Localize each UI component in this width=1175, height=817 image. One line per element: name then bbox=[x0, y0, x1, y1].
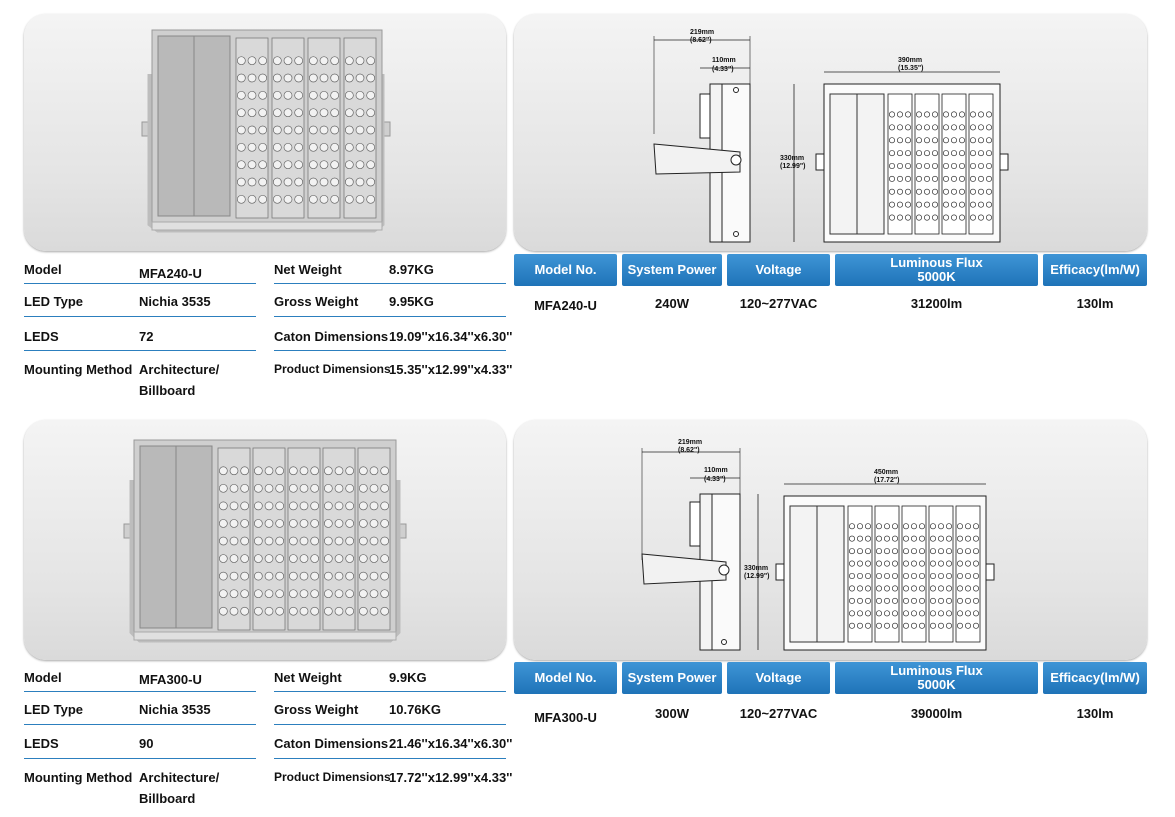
dim-width-in: (15.35") bbox=[898, 65, 924, 72]
table-cell-efficacy: 130lm bbox=[1076, 706, 1114, 721]
spec-label: LEDS bbox=[24, 736, 59, 751]
spec-label: Mounting Method bbox=[24, 770, 133, 785]
dim-width: 450mm bbox=[874, 469, 898, 476]
table-header-power: System Power bbox=[622, 254, 722, 286]
spec-value-line2: Billboard bbox=[139, 383, 196, 398]
spec-value: 72 bbox=[139, 329, 154, 344]
technical-drawing: 219mm (8.62") 110mm (4.33") 330mm (12.99… bbox=[641, 439, 995, 651]
divider bbox=[274, 724, 506, 725]
spec-label: Gross Weight bbox=[274, 702, 359, 717]
table-cell-power: 240W bbox=[655, 296, 689, 311]
table-header-model: Model No. bbox=[514, 254, 617, 286]
spec-value: MFA240-U bbox=[139, 266, 202, 281]
table-header-efficacy: Efficacy(lm/W) bbox=[1043, 254, 1147, 286]
spec-label: Caton Dimensions bbox=[274, 329, 389, 344]
spec-label: Model bbox=[24, 262, 62, 277]
floodlight-photo bbox=[123, 439, 407, 643]
table-cell-flux: 31200lm bbox=[910, 296, 963, 311]
product-photo-panel bbox=[24, 420, 506, 660]
table-header-flux: Luminous Flux 5000K bbox=[835, 254, 1038, 286]
dim-height: 330mm bbox=[744, 565, 768, 572]
table-cell-voltage: 120~277VAC bbox=[739, 706, 818, 721]
table-cell-model: MFA300-U bbox=[534, 710, 597, 725]
table-cell-model: MFA240-U bbox=[534, 298, 597, 313]
spec-value: 15.35''x12.99''x4.33'' bbox=[389, 362, 513, 377]
divider bbox=[24, 724, 256, 725]
table-header-efficacy: Efficacy(lm/W) bbox=[1043, 662, 1147, 694]
spec-value: 17.72''x12.99''x4.33'' bbox=[389, 770, 513, 785]
spec-value-line2: Billboard bbox=[139, 791, 196, 806]
spec-label: Product Dimensions bbox=[274, 770, 391, 784]
spec-value: MFA300-U bbox=[139, 672, 202, 687]
divider bbox=[24, 691, 256, 692]
divider bbox=[24, 316, 256, 317]
table-cell-voltage: 120~277VAC bbox=[739, 296, 818, 311]
spec-value: 8.97KG bbox=[389, 262, 434, 277]
dim-bracket: 110mm bbox=[704, 467, 728, 474]
spec-value: Architecture/ bbox=[139, 362, 220, 377]
flux-label: Luminous Flux bbox=[890, 663, 983, 678]
flux-sub: 5000K bbox=[917, 677, 956, 692]
technical-drawing-panel: 219mm (8.62") 110mm (4.33") 330mm (12.99… bbox=[514, 420, 1147, 660]
spec-value: Nichia 3535 bbox=[139, 294, 211, 309]
dim-height-in: (12.99") bbox=[780, 163, 806, 170]
dim-depth: 219mm bbox=[678, 439, 702, 446]
technical-drawing: 219mm (8.62") 110mm (4.33") 330mm (12.99… bbox=[653, 29, 1009, 243]
divider bbox=[274, 691, 506, 692]
spec-value: 10.76KG bbox=[389, 702, 442, 717]
dim-depth-in: (8.62") bbox=[690, 37, 712, 44]
spec-label: Mounting Method bbox=[24, 362, 133, 377]
product-photo-panel bbox=[24, 14, 506, 251]
spec-value: Nichia 3535 bbox=[139, 702, 211, 717]
table-cell-power: 300W bbox=[655, 706, 689, 721]
divider bbox=[24, 283, 256, 284]
spec-label: Caton Dimensions bbox=[274, 736, 389, 751]
spec-value: 19.09''x16.34''x6.30'' bbox=[389, 329, 513, 344]
spec-label: Model bbox=[24, 670, 62, 685]
table-header-voltage: Voltage bbox=[727, 254, 830, 286]
flux-label: Luminous Flux bbox=[890, 255, 983, 270]
spec-label: Net Weight bbox=[274, 670, 342, 685]
dim-bracket-in: (4.33") bbox=[712, 66, 734, 73]
floodlight-photo bbox=[141, 29, 391, 233]
spec-value: 90 bbox=[139, 736, 154, 751]
divider bbox=[274, 316, 506, 317]
spec-value: 9.9KG bbox=[389, 670, 427, 685]
spec-label: Product Dimensions bbox=[274, 362, 391, 376]
dim-width-in: (17.72") bbox=[874, 477, 900, 484]
dim-depth: 219mm bbox=[690, 29, 714, 36]
table-header-flux: Luminous Flux 5000K bbox=[835, 662, 1038, 694]
table-cell-efficacy: 130lm bbox=[1076, 296, 1114, 311]
divider bbox=[24, 350, 256, 351]
spec-label: Gross Weight bbox=[274, 294, 359, 309]
divider bbox=[24, 758, 256, 759]
product-section-1: 219mm (8.62") 110mm (4.33") 330mm (12.99… bbox=[0, 0, 1175, 400]
dim-height-in: (12.99") bbox=[744, 573, 770, 580]
dim-bracket-in: (4.33") bbox=[704, 476, 726, 483]
table-header-power: System Power bbox=[622, 662, 722, 694]
flux-sub: 5000K bbox=[917, 269, 956, 284]
table-header-voltage: Voltage bbox=[727, 662, 830, 694]
divider bbox=[274, 758, 506, 759]
spec-label: LED Type bbox=[24, 702, 83, 717]
technical-drawing-panel: 219mm (8.62") 110mm (4.33") 330mm (12.99… bbox=[514, 14, 1147, 251]
dim-width: 390mm bbox=[898, 57, 922, 64]
dim-depth-in: (8.62") bbox=[678, 447, 700, 454]
spec-label: LED Type bbox=[24, 294, 83, 309]
product-section-2: 219mm (8.62") 110mm (4.33") 330mm (12.99… bbox=[0, 408, 1175, 808]
spec-label: Net Weight bbox=[274, 262, 342, 277]
dim-bracket: 110mm bbox=[712, 57, 736, 64]
dim-height: 330mm bbox=[780, 155, 804, 162]
divider bbox=[274, 350, 506, 351]
spec-value: 9.95KG bbox=[389, 294, 434, 309]
spec-value: Architecture/ bbox=[139, 770, 220, 785]
table-cell-flux: 39000lm bbox=[910, 706, 963, 721]
spec-value: 21.46''x16.34''x6.30'' bbox=[389, 736, 513, 751]
table-header-model: Model No. bbox=[514, 662, 617, 694]
spec-label: LEDS bbox=[24, 329, 59, 344]
divider bbox=[274, 283, 506, 284]
